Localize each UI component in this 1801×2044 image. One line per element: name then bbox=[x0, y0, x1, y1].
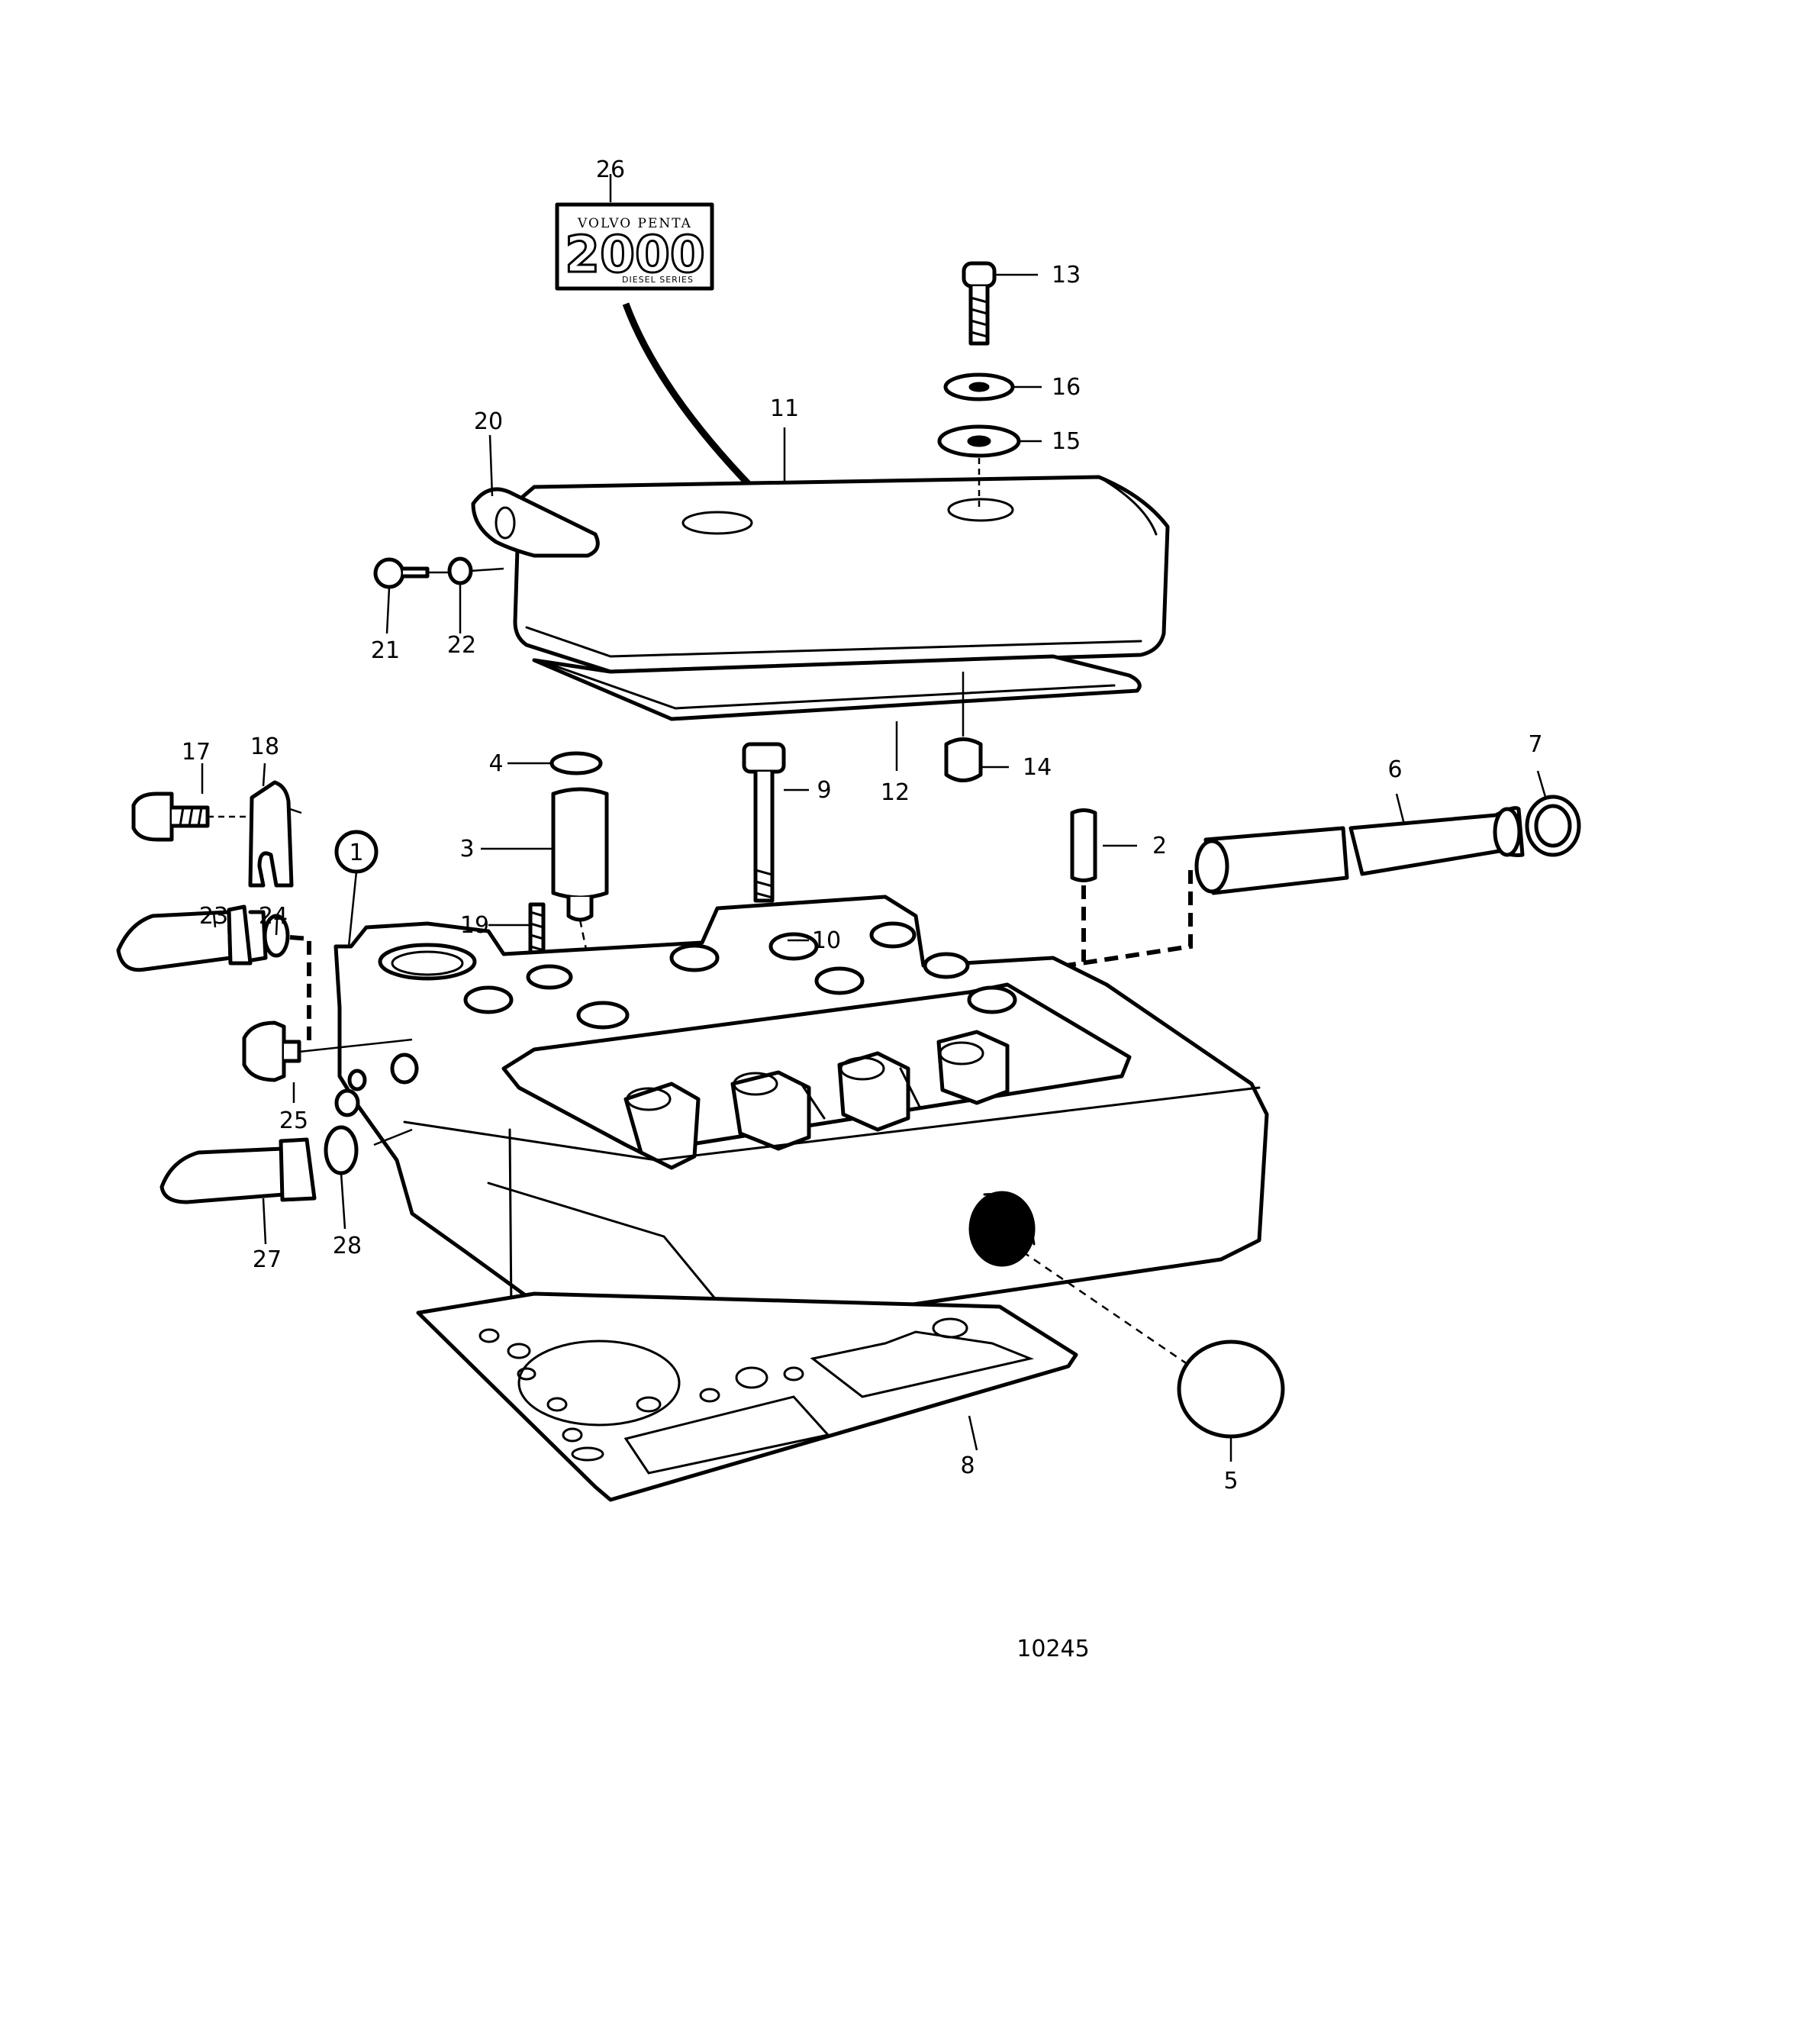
callout-label: 3 bbox=[459, 836, 474, 862]
screw-part-21 bbox=[373, 557, 430, 589]
callout-label: 11 bbox=[770, 395, 799, 422]
cylinder-head bbox=[298, 895, 1269, 1361]
callout-label: 23 bbox=[199, 903, 228, 930]
bolt-part-17 bbox=[131, 791, 210, 842]
pin-part-2 bbox=[1070, 808, 1097, 882]
pipe-part-23 bbox=[116, 904, 268, 972]
callout-leaders bbox=[201, 174, 1547, 1462]
callout-label: 2 bbox=[1152, 833, 1167, 859]
callout-label: 16 bbox=[1052, 374, 1081, 401]
valve-cover-part-11 bbox=[471, 475, 1170, 674]
washer-15-hole bbox=[967, 435, 991, 447]
seal-ring-7-inner bbox=[1534, 804, 1572, 848]
callout-label: 26 bbox=[596, 156, 625, 183]
decal-brand-text: VOLVO PENTA bbox=[577, 216, 692, 231]
plug-part-14 bbox=[944, 737, 983, 782]
cover-disk-part-5 bbox=[1177, 1340, 1285, 1439]
callout-label: 13 bbox=[1052, 262, 1081, 289]
decal-series-text: DIESEL SERIES bbox=[622, 275, 694, 285]
callout-label: 25 bbox=[279, 1107, 308, 1134]
callout-label: 5 bbox=[1223, 1468, 1238, 1494]
callout-label: 17 bbox=[182, 739, 211, 766]
callout-label: 12 bbox=[881, 779, 910, 806]
decal-series-number: 2000 bbox=[565, 225, 705, 284]
washer-part-22 bbox=[447, 556, 473, 585]
decal-part-26: VOLVO PENTA 2000 DIESEL SERIES bbox=[555, 202, 714, 291]
callout-label: 20 bbox=[474, 408, 503, 435]
callout-label: 10 bbox=[812, 927, 841, 954]
cover-gasket-part-12 bbox=[532, 654, 1142, 721]
o-ring-part-28 bbox=[324, 1125, 359, 1175]
callout-label: 6 bbox=[1387, 756, 1402, 783]
o-ring-part-24 bbox=[263, 914, 290, 958]
section-ref-label: 1 bbox=[349, 840, 363, 866]
pipe-part-27 bbox=[159, 1137, 317, 1204]
callout-label: 24 bbox=[259, 903, 288, 930]
o-ring-part-4 bbox=[549, 751, 603, 775]
tube-part-6 bbox=[1194, 806, 1525, 895]
callout-label: 4 bbox=[488, 750, 503, 777]
callout-labels: 2 3 4 5 6 7 8 9 10 11 12 13 14 15 16 17 … bbox=[182, 156, 1543, 1494]
callout-label: 22 bbox=[447, 632, 476, 659]
callout-label: 14 bbox=[1023, 754, 1052, 781]
callout-label: 28 bbox=[333, 1233, 362, 1259]
cover-bolt-part-13 bbox=[962, 261, 997, 346]
callout-label: 21 bbox=[371, 637, 400, 664]
callout-label: 18 bbox=[250, 733, 279, 760]
callout-label: 8 bbox=[960, 1452, 975, 1479]
washer-16-hole bbox=[968, 382, 990, 392]
head-side-port bbox=[968, 1191, 1036, 1267]
callout-label: 27 bbox=[253, 1246, 282, 1273]
plug-part-25 bbox=[242, 1020, 301, 1082]
callout-label: 9 bbox=[817, 777, 831, 804]
head-bolt-part-9 bbox=[742, 742, 786, 903]
figure-number: 10245 bbox=[1016, 1636, 1089, 1662]
callout-label: 19 bbox=[460, 912, 489, 939]
head-gasket-part-8 bbox=[416, 1291, 1078, 1502]
callout-label: 15 bbox=[1052, 428, 1081, 455]
bracket-part-18 bbox=[248, 780, 294, 888]
callout-label: 7 bbox=[1528, 731, 1542, 758]
